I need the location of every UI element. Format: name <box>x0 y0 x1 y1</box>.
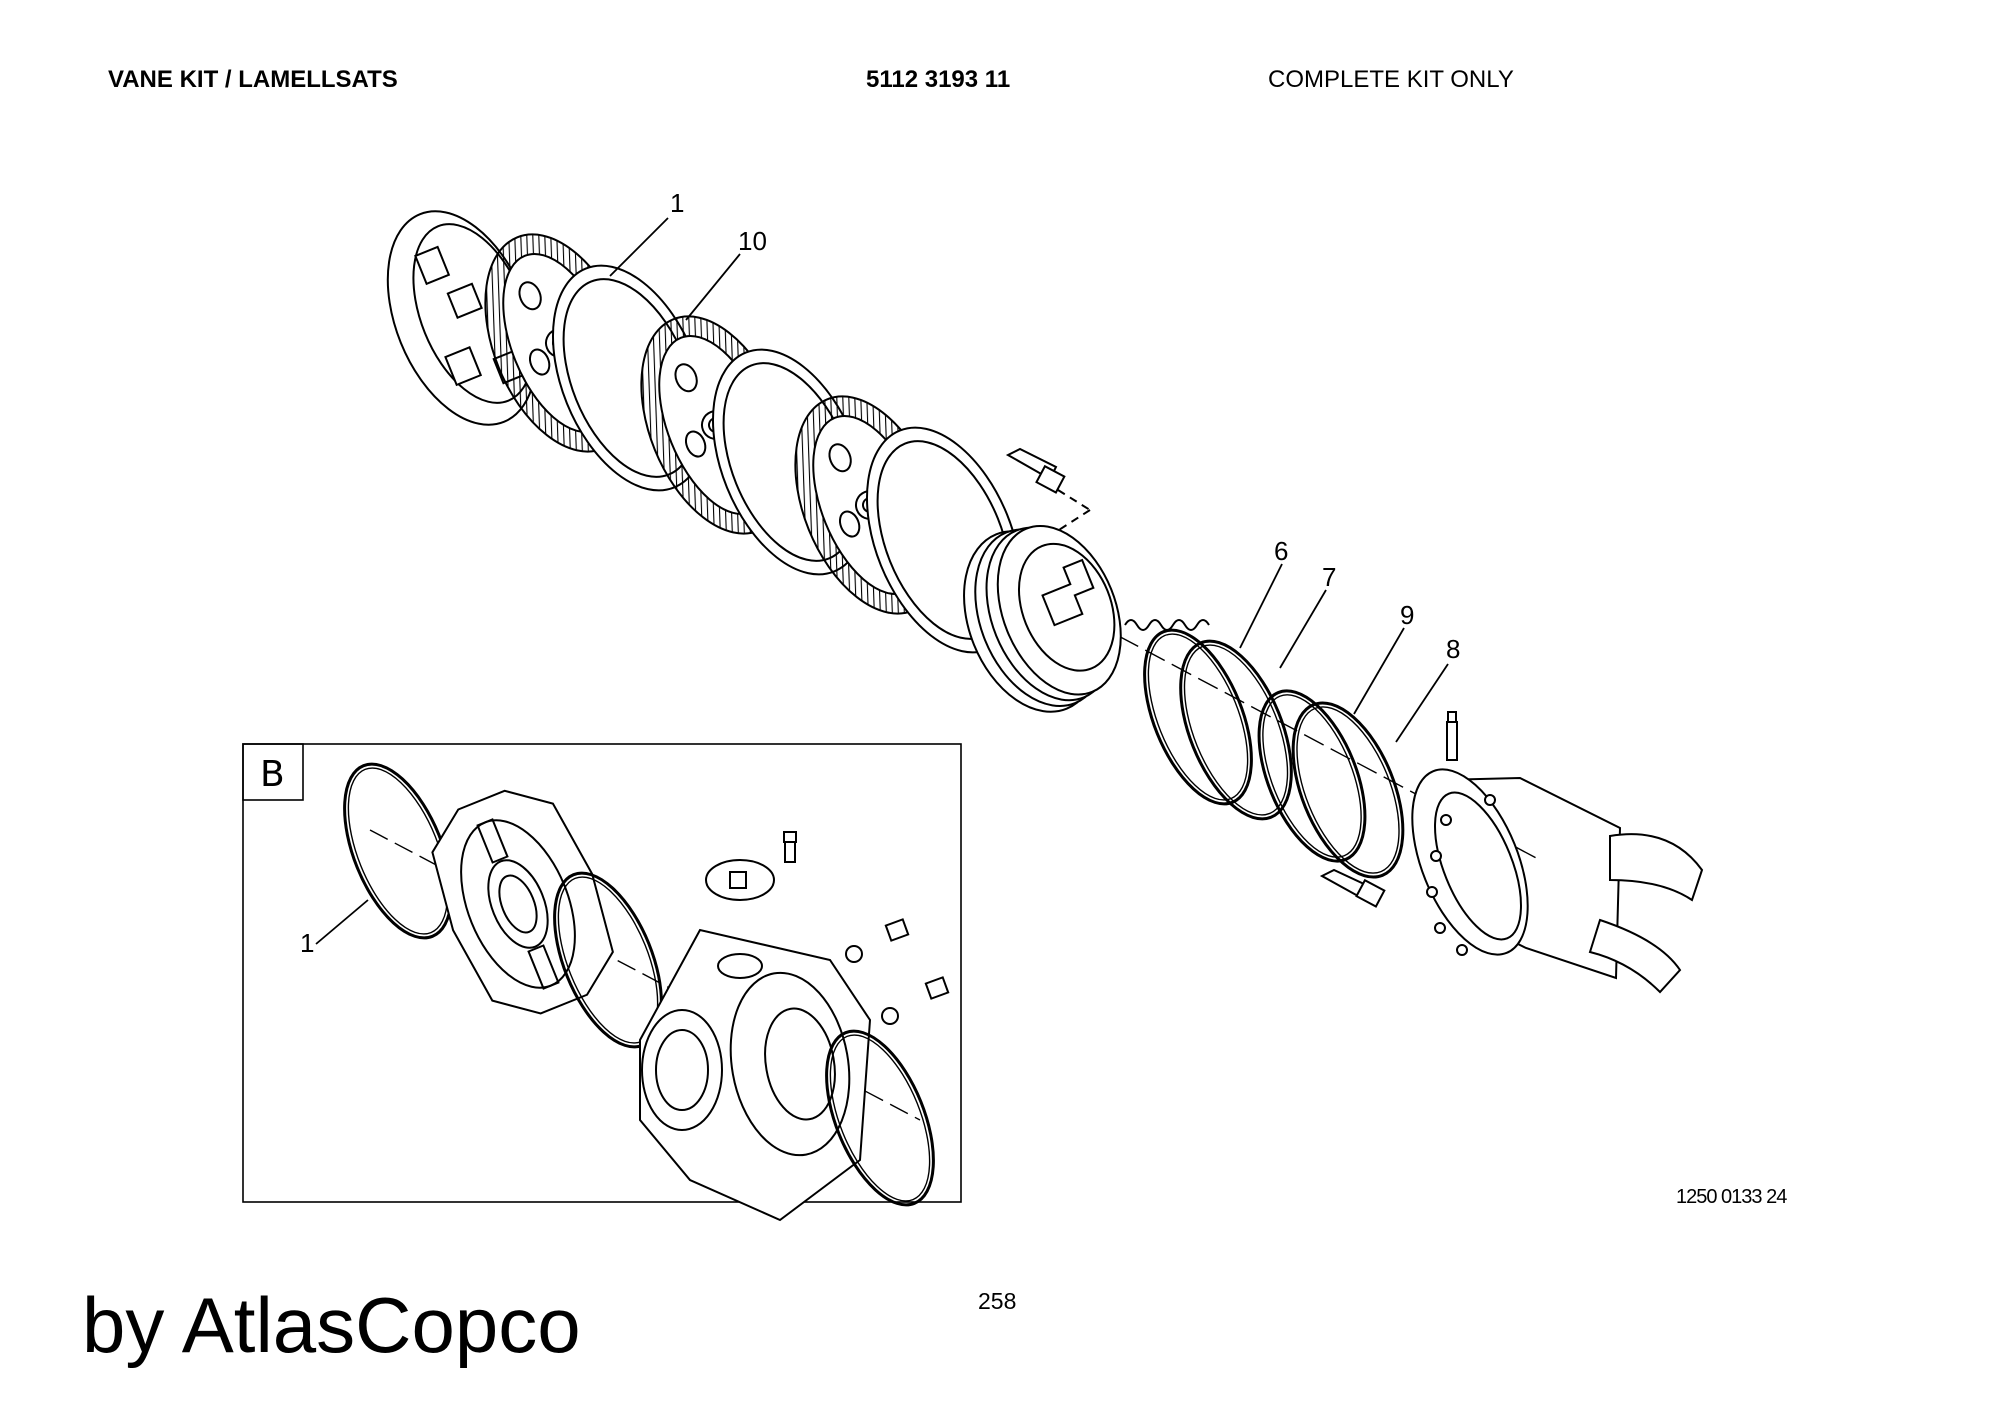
page-title: VANE KIT / LAMELLSATS <box>108 66 398 93</box>
callout-1: 1 <box>670 188 684 218</box>
inset-o-ring-right <box>825 1029 935 1207</box>
callout-7: 7 <box>1322 562 1336 592</box>
kit-part-number: 5112 3193 11 <box>866 66 1011 93</box>
brake-piston <box>963 525 1122 713</box>
callout-6: 6 <box>1274 536 1288 566</box>
o-ring-7 <box>1179 639 1293 821</box>
callout-8: 8 <box>1446 634 1460 664</box>
callout-10: 10 <box>738 226 767 256</box>
axle-housing <box>1319 711 1704 994</box>
inset-callout-1: 1 <box>300 928 314 958</box>
return-spring <box>1124 619 1210 631</box>
inset-gear-housing <box>639 831 950 1222</box>
kit-note: COMPLETE KIT ONLY <box>1268 66 1514 93</box>
bleed-screw <box>1005 447 1091 556</box>
brand-watermark: by AtlasCopco <box>82 1281 581 1369</box>
inset-o-ring-left <box>343 762 453 940</box>
inset-detail-b: B <box>242 743 962 1222</box>
leader-lines <box>609 217 1449 743</box>
inset-flange-cover <box>431 789 614 1015</box>
page-number: 258 <box>978 1288 1017 1314</box>
inset-label: B <box>260 754 285 795</box>
o-ring-9 <box>1257 689 1367 863</box>
o-ring-8 <box>1291 701 1405 879</box>
callout-9: 9 <box>1400 600 1414 630</box>
figure-code: 1250 0133 24 <box>1676 1186 1787 1208</box>
